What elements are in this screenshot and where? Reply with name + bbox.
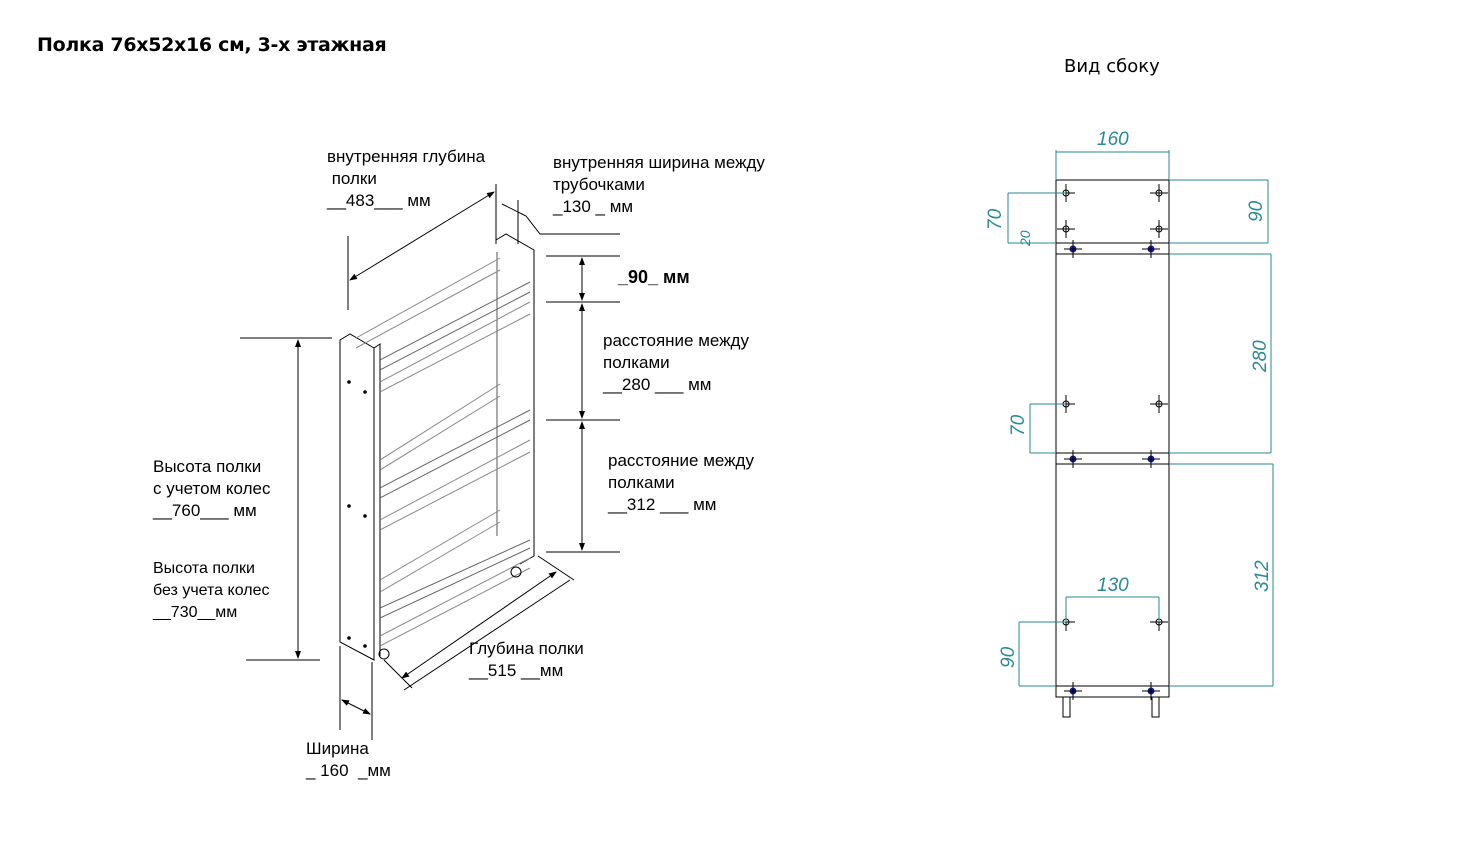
dim-inner-130: 130 (1097, 575, 1129, 596)
hole-crosshair (1064, 682, 1082, 700)
wheel-icon (1062, 696, 1071, 718)
hole-crosshair (1150, 220, 1168, 238)
dim-left-70-top: 70 (985, 208, 1006, 230)
hole-crosshair (1064, 450, 1082, 468)
hole-crosshair (1057, 220, 1075, 238)
dimension-lines (1007, 150, 1274, 687)
hole-crosshair (1150, 395, 1168, 413)
dim-shelf-280: 280 (1250, 340, 1271, 373)
dim-shelf-312: 312 (1252, 560, 1273, 592)
hole-crosshair (1142, 240, 1160, 258)
shelf-top (379, 281, 531, 371)
page-title: Полка 76х52х16 см, 3-х этажная (37, 34, 387, 56)
hole-crosshair (1064, 240, 1082, 258)
dim-width-160: 160 (1097, 129, 1129, 150)
dim-bottom-90: 90 (998, 646, 1019, 668)
width-label: Ширина_ 160 _мм (306, 739, 391, 780)
dim-top-90: 90 (1246, 200, 1267, 222)
hole-crosshair (1142, 450, 1160, 468)
top-gap-label: _90_ мм (618, 267, 690, 287)
wheel-icon (1151, 696, 1160, 718)
hole-crosshair (1150, 184, 1168, 202)
hole-crosshair (1142, 682, 1160, 700)
shelf-mid (379, 409, 531, 499)
rods (355, 257, 531, 647)
dim-left-20: 20 (1017, 230, 1033, 247)
dim-left-70-mid: 70 (1008, 414, 1029, 436)
wheel (378, 648, 390, 660)
side-view-title: Вид сбоку (1064, 56, 1160, 77)
front-panel (339, 333, 375, 661)
side-outline (1055, 179, 1170, 698)
